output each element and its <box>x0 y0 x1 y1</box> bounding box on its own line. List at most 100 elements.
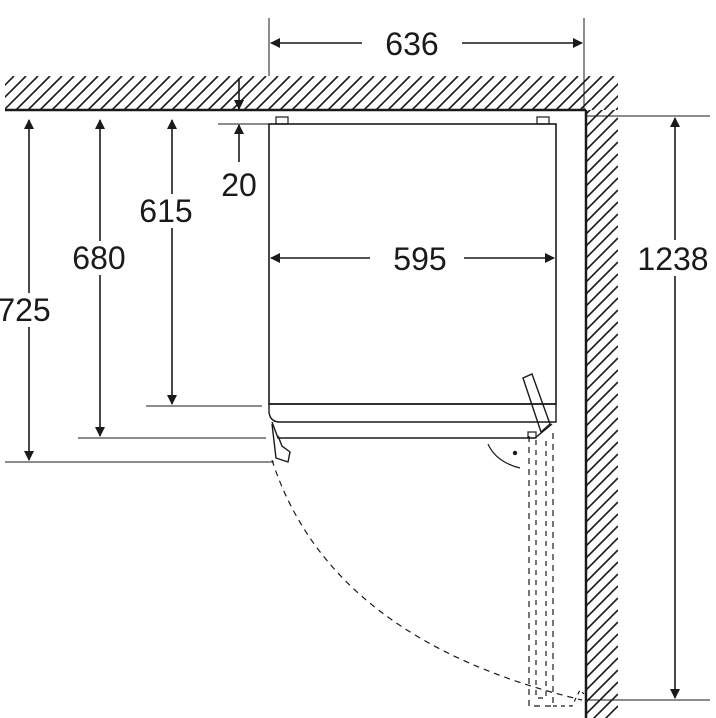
hatch-line <box>586 453 618 487</box>
hatch-line <box>111 76 147 110</box>
open-door-outline <box>528 432 554 707</box>
door-hinge <box>522 373 551 434</box>
hatch-line <box>586 333 618 367</box>
hatch-line <box>531 76 567 110</box>
door-swing-arc <box>271 459 583 701</box>
hatch-line <box>291 76 327 110</box>
hatch-line <box>586 165 618 199</box>
hatch-line <box>586 537 618 571</box>
hatch-line <box>592 693 618 718</box>
hatch-line <box>123 76 159 110</box>
hatch-line <box>604 705 618 718</box>
hatch-line <box>586 669 618 703</box>
dimension-label-680: 680 <box>72 240 125 276</box>
dimension-595: 595 <box>270 241 555 277</box>
hatch-line <box>586 110 604 127</box>
hatch-line <box>15 76 51 110</box>
hatch-line <box>586 177 618 211</box>
hatch-line <box>471 76 507 110</box>
dim-615-label-bg <box>130 194 200 228</box>
hatch-line <box>586 645 618 679</box>
hatch-line <box>27 76 63 110</box>
hatch-line <box>243 76 279 110</box>
hatch-line <box>586 345 618 379</box>
hatch-line <box>586 129 618 163</box>
hatch-line <box>586 597 618 631</box>
hatch-line <box>586 110 616 139</box>
hatch-line <box>363 76 399 110</box>
hatch-line <box>5 76 39 110</box>
hatch-line <box>586 141 618 175</box>
hinge-pin <box>527 431 537 439</box>
open-door-inner <box>535 440 547 699</box>
hatch-line <box>586 633 618 667</box>
opening-angle-arc <box>487 443 521 469</box>
dimension-615: 615 <box>130 119 200 405</box>
hatch-line <box>586 465 618 499</box>
dimension-label-20: 20 <box>221 167 257 203</box>
hatch-line <box>135 76 171 110</box>
hatch-line <box>591 82 618 110</box>
right-wall <box>584 58 618 718</box>
dimension-725: 725 <box>0 119 62 461</box>
hatch-line <box>586 201 618 235</box>
extension-lines <box>5 18 710 701</box>
dimension-label-725: 725 <box>0 292 51 328</box>
hatch-line <box>586 657 618 691</box>
hatch-line <box>586 58 618 90</box>
hatch-line <box>315 76 351 110</box>
hatch-line <box>447 76 483 110</box>
hatch-line <box>279 76 315 110</box>
hatch-line <box>586 549 618 583</box>
hatch-line <box>375 76 411 110</box>
hatch-line <box>586 70 618 102</box>
dimension-636: 636 <box>270 26 583 62</box>
hatch-line <box>195 76 231 110</box>
hatch-line <box>586 513 618 547</box>
right-foot <box>536 116 550 125</box>
hatch-line <box>567 76 603 110</box>
hatch-line <box>267 76 303 110</box>
hatch-line <box>586 561 618 595</box>
hatch-line <box>586 489 618 523</box>
hatch-line <box>586 237 618 271</box>
hatch-line <box>183 76 219 110</box>
hatch-line <box>586 285 618 319</box>
appliance <box>218 116 557 463</box>
hatch-line <box>586 501 618 535</box>
hatch-line <box>603 94 618 110</box>
hatch-line <box>75 76 111 110</box>
hatch-line <box>507 76 543 110</box>
hatch-line <box>339 76 375 110</box>
hatch-line <box>351 76 387 110</box>
hatch-line <box>327 76 363 110</box>
hatch-line <box>39 76 75 110</box>
dim-725-label-bg <box>0 293 62 327</box>
right-wall-hatching <box>586 58 618 718</box>
hatch-line <box>219 76 255 110</box>
hatch-line <box>459 76 495 110</box>
hatch-line <box>255 76 291 110</box>
hatch-line <box>586 585 618 619</box>
door-slab <box>268 403 557 423</box>
hatch-line <box>586 273 618 307</box>
hatch-line <box>387 76 423 110</box>
hatch-line <box>586 393 618 427</box>
dimension-20: 20 <box>221 78 257 203</box>
hatch-line <box>543 76 579 110</box>
top-wall <box>5 76 618 112</box>
dim-680-label-bg <box>62 241 134 275</box>
hatch-line <box>586 525 618 559</box>
hatch-line <box>579 76 615 110</box>
hatch-line <box>99 76 135 110</box>
hatch-line <box>5 76 27 99</box>
hatch-line <box>586 357 618 391</box>
hatch-line <box>586 153 618 187</box>
hatch-line <box>51 76 87 110</box>
hatch-line <box>586 621 618 655</box>
hatch-line <box>586 261 618 295</box>
hatch-line <box>5 76 15 87</box>
hatch-line <box>586 369 618 403</box>
hatch-line <box>586 681 618 715</box>
